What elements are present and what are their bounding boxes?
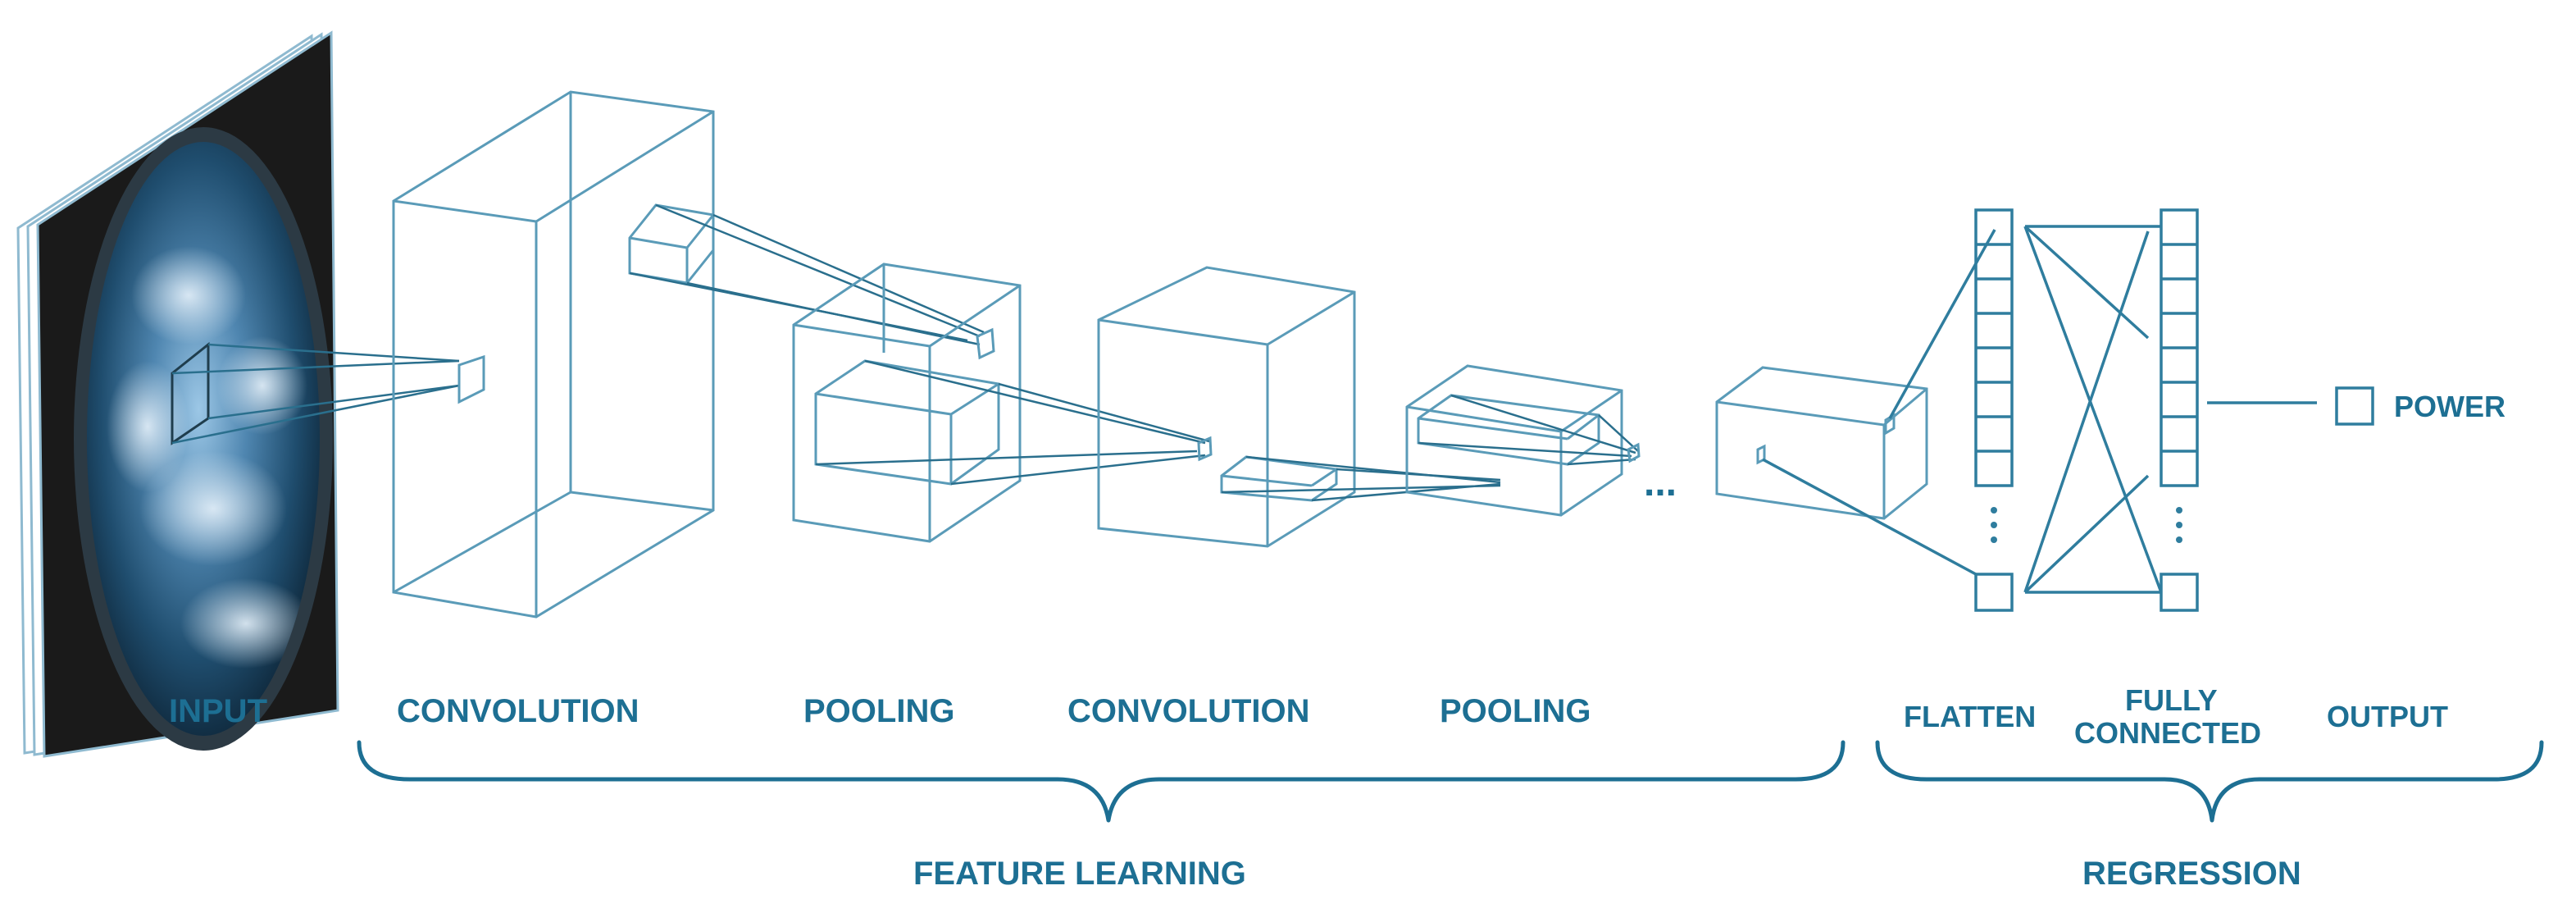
input-to-conv1-rays: [171, 343, 485, 445]
fully-connected-label-line2: CONNECTED: [2074, 716, 2261, 750]
fully-connected-column: [2160, 208, 2199, 612]
fully-connected-label-line1: FULLY: [2125, 683, 2218, 717]
convolution-2-label: CONVOLUTION: [1067, 693, 1310, 729]
conv2-volume: [1097, 266, 1356, 548]
flatten-label: FLATTEN: [1904, 700, 2036, 733]
conv1-to-pool1-rays: [629, 203, 995, 360]
regression-brace: [1875, 740, 2544, 823]
output-node: [2207, 386, 2374, 426]
feature-learning-label: FEATURE LEARNING: [913, 856, 1246, 892]
pooling-1-label: POOLING: [803, 693, 954, 729]
power-label: POWER: [2394, 390, 2505, 423]
feature-learning-brace: [357, 740, 1846, 823]
flatten-column: [1974, 208, 2014, 612]
conv2-to-pool2-rays: [1221, 455, 1501, 502]
pooling-2-label: POOLING: [1440, 693, 1591, 729]
output-label: OUTPUT: [2327, 700, 2448, 733]
input-image: [16, 30, 339, 758]
layers-ellipsis: ...: [1644, 461, 1677, 504]
regression-label: REGRESSION: [2082, 856, 2301, 892]
fully-connected-links: [2023, 225, 2163, 594]
convolution-1-label: CONVOLUTION: [397, 693, 639, 729]
volume-to-flatten-lines: [1762, 229, 1996, 576]
pool1-to-conv2-rays: [815, 359, 1213, 486]
pool2-to-next-rays: [1418, 394, 1641, 466]
conv1-volume: [392, 90, 715, 619]
fisheye-sky-image: [74, 127, 333, 751]
final-feature-volume: [1715, 366, 1928, 520]
pool2-volume: [1405, 364, 1623, 517]
input-label: INPUT: [169, 693, 267, 729]
